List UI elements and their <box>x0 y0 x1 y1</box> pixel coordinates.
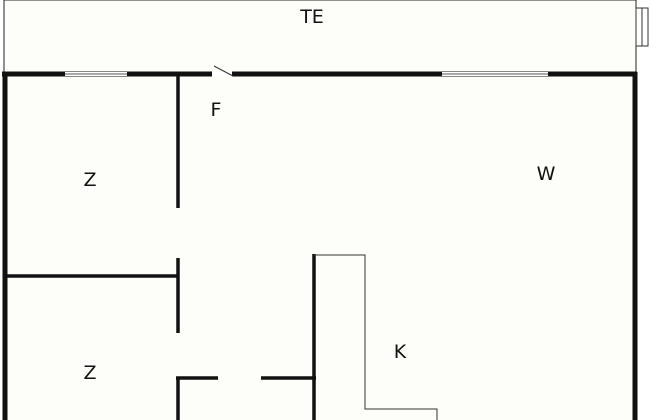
room-label-bedroom-lower: Z <box>83 362 96 384</box>
room-label-kitchen: K <box>394 341 407 363</box>
interior-floor <box>6 74 634 420</box>
room-label-living: W <box>537 163 556 185</box>
room-label-hall: F <box>211 99 222 121</box>
room-label-terrace: TE <box>299 6 324 28</box>
kitchen-counter <box>314 254 438 420</box>
entrance-door-leaf <box>213 65 234 77</box>
room-label-bedroom-upper: Z <box>83 169 96 191</box>
terrace-area <box>3 0 637 73</box>
entrance-door-gap <box>212 71 232 77</box>
